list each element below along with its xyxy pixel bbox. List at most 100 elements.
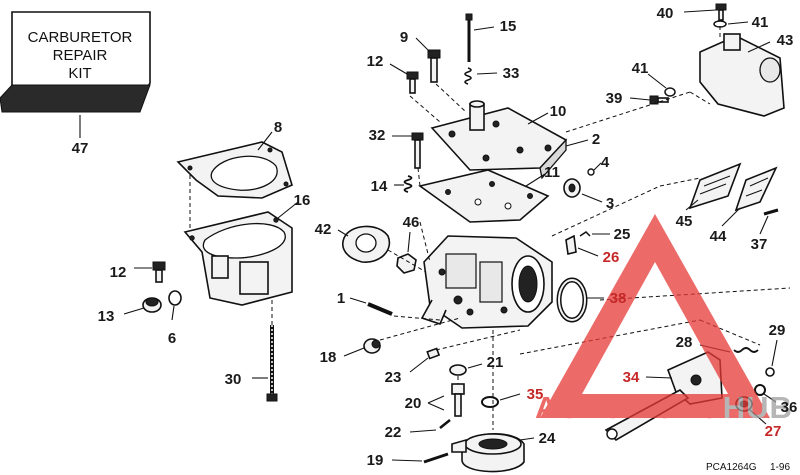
leader-37 (759, 215, 769, 235)
part-washer-35 (481, 396, 499, 408)
leader-16 (277, 201, 299, 219)
part-screw-40 (715, 3, 727, 21)
leader-23 (409, 357, 429, 373)
callout-25-22: 25 (614, 226, 631, 243)
leader-39 (629, 97, 651, 101)
leader-1 (349, 297, 367, 304)
part-jet-21 (449, 364, 467, 376)
part-screw-12-left (152, 261, 166, 283)
callout-35-31: 35 (527, 386, 544, 403)
part-washer-29 (765, 367, 775, 377)
part-gasket-42 (342, 225, 391, 263)
callout-13-11: 13 (98, 308, 115, 325)
kit-label-line3: KIT (68, 65, 91, 82)
leader-4 (593, 162, 602, 171)
part-nozzle-20 (451, 383, 465, 417)
callout-45-42: 45 (676, 213, 693, 230)
part-lever-26 (565, 234, 577, 255)
leader-24 (519, 437, 535, 441)
callout-19-16: 19 (367, 452, 384, 469)
leader-12-top (389, 63, 408, 75)
leader-43 (747, 41, 771, 53)
callout-29-26: 29 (769, 322, 786, 339)
leader-2 (565, 139, 589, 147)
part-screw-39 (649, 95, 669, 105)
callout-10-7: 10 (550, 103, 567, 120)
image-code: PCA1264G (706, 462, 757, 473)
part-float-bowl-16 (183, 211, 293, 306)
callout-21-18: 21 (487, 354, 504, 371)
part-pin-1 (367, 302, 393, 316)
callout-34-30: 34 (623, 369, 640, 386)
leader-35 (499, 393, 521, 401)
part-screw-12-top (406, 71, 419, 94)
callout-20-17: 20 (405, 395, 422, 412)
leader-19 (391, 459, 423, 462)
watermark-text: AUTOMOTOHUB (535, 390, 793, 425)
leader-36 (763, 393, 777, 403)
leader-33 (476, 72, 498, 75)
callout-11-8: 11 (544, 164, 560, 181)
part-needle-15 (465, 13, 473, 62)
leader-26 (577, 247, 599, 257)
part-fitting-3 (563, 178, 581, 198)
callout-33-29: 33 (503, 65, 520, 82)
leader-45 (685, 199, 699, 211)
callout-3-2: 3 (606, 195, 614, 212)
callout-12-9: 12 (367, 53, 384, 70)
callout-9-6: 9 (400, 29, 408, 46)
callout-41-38: 41 (632, 60, 649, 77)
part-gasket-6 (168, 290, 182, 306)
callout-28-25: 28 (676, 334, 693, 351)
part-needle-22 (439, 419, 451, 429)
part-seat-23 (426, 347, 441, 360)
leader-44 (721, 207, 741, 227)
part-screw-32 (411, 132, 424, 169)
part-nut-46 (396, 253, 417, 274)
leader-20 (427, 395, 445, 411)
watermark: AUTOMOTOHUB (535, 214, 793, 425)
callout-46-43: 46 (403, 214, 420, 231)
part-float-24 (451, 433, 525, 473)
leader-6 (171, 305, 175, 321)
leader-9 (415, 37, 431, 53)
part-spring-28 (733, 347, 759, 353)
part-gasket-11 (418, 169, 550, 223)
callout-26-23: 26 (603, 249, 620, 266)
part-washer-41-side (664, 87, 676, 97)
part-screw-37 (763, 208, 779, 216)
callout-15-13: 15 (500, 18, 517, 35)
leader-40 (683, 9, 717, 13)
part-top-cover-2 (430, 100, 568, 180)
part-reed-45 (688, 162, 742, 210)
callout-36-32: 36 (781, 399, 798, 416)
part-long-screw-30 (266, 325, 278, 402)
part-ball-4 (587, 168, 595, 176)
callout-38-34: 38 (610, 290, 627, 307)
part-clip-25 (579, 231, 591, 237)
callout-2-1: 2 (592, 131, 600, 148)
part-plug-13 (142, 297, 162, 313)
leader-11 (525, 173, 546, 187)
leader-34 (645, 376, 673, 379)
callout-14-12: 14 (371, 178, 388, 195)
part-nut-36 (754, 384, 766, 396)
callout-8-5: 8 (274, 119, 282, 136)
part-spring-14 (403, 175, 413, 193)
callout-37-33: 37 (751, 236, 768, 253)
part-carburetor-body (420, 235, 553, 329)
callout-30-27: 30 (225, 371, 242, 388)
leader-29 (771, 339, 778, 367)
part-gasket-8 (176, 141, 293, 199)
callout-12-10: 12 (110, 264, 127, 281)
leader-8 (257, 131, 273, 151)
part-plug-18 (363, 338, 381, 354)
callout-44-41: 44 (710, 228, 727, 245)
callout-18-15: 18 (320, 349, 337, 366)
callout-41-37: 41 (752, 14, 769, 31)
part-spring-33 (464, 67, 472, 85)
callout-24-21: 24 (539, 430, 556, 447)
leader-13 (123, 307, 145, 315)
leader-3 (581, 193, 603, 203)
